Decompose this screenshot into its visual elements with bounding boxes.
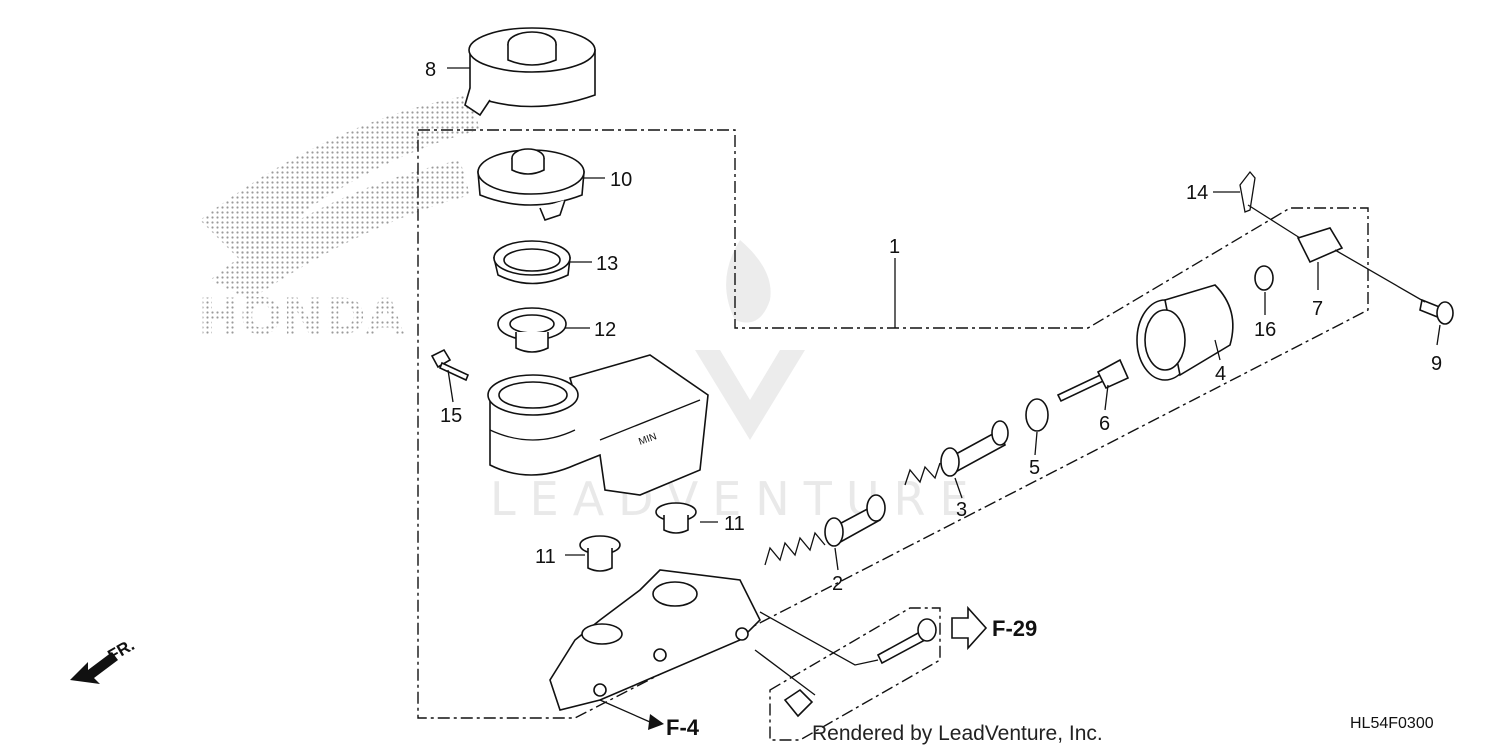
grommet-part-11-upper bbox=[655, 502, 697, 534]
callout-6: 6 bbox=[1099, 413, 1110, 435]
leadventure-watermark: LEADVENTURE bbox=[490, 240, 983, 526]
diaphragm-part-12 bbox=[497, 307, 567, 353]
callout-11-upper: 11 bbox=[724, 513, 745, 535]
assembly-boundary bbox=[417, 129, 1369, 719]
reservoir-cover-part-8 bbox=[464, 27, 596, 117]
leader-lines bbox=[447, 67, 1441, 696]
callout-3: 3 bbox=[956, 499, 967, 521]
honda-logo-text: HONDA bbox=[198, 288, 405, 346]
callout-10: 10 bbox=[610, 169, 632, 191]
front-direction-indicator: FR. bbox=[70, 635, 138, 684]
callout-15: 15 bbox=[440, 405, 462, 427]
callout-9: 9 bbox=[1431, 353, 1442, 375]
callout-7: 7 bbox=[1312, 298, 1323, 320]
clevis-part-7 bbox=[1296, 227, 1344, 264]
primary-piston-part-2 bbox=[764, 494, 886, 566]
bolt-f29 bbox=[783, 618, 937, 718]
watermark-text: LEADVENTURE bbox=[490, 472, 983, 526]
clip-part-14 bbox=[1239, 170, 1256, 213]
callout-4: 4 bbox=[1215, 363, 1226, 385]
honda-wing-logo: HONDA bbox=[198, 95, 480, 346]
reservoir-cap-part-10 bbox=[477, 148, 585, 221]
nut-part-16 bbox=[1254, 265, 1274, 291]
push-rod-part-6 bbox=[1056, 358, 1130, 403]
front-arrow-icon bbox=[70, 652, 118, 684]
ref-f29[interactable]: F-29 bbox=[951, 605, 1037, 651]
diaphragm-plate-part-13 bbox=[492, 240, 571, 285]
callout-12: 12 bbox=[594, 319, 616, 341]
callout-13: 13 bbox=[596, 253, 618, 275]
callout-16: 16 bbox=[1254, 319, 1276, 341]
bolt-group-boundary bbox=[769, 607, 941, 741]
secondary-piston-part-3 bbox=[904, 420, 1009, 486]
callout-14: 14 bbox=[1186, 182, 1208, 204]
boot-part-4 bbox=[1136, 284, 1234, 381]
ref-f4[interactable]: F-4 bbox=[599, 699, 700, 740]
callout-11-lower: 11 bbox=[535, 546, 556, 568]
master-cylinder-body bbox=[549, 569, 761, 711]
callout-2: 2 bbox=[832, 573, 843, 595]
reservoir-tank: MIN bbox=[487, 354, 709, 496]
grommet-part-11-lower bbox=[579, 535, 621, 572]
ref-f29-label[interactable]: F-29 bbox=[992, 616, 1037, 641]
snap-ring-part-5 bbox=[1025, 398, 1049, 432]
callout-5: 5 bbox=[1029, 457, 1040, 479]
callout-8: 8 bbox=[425, 59, 436, 81]
screw-part-15 bbox=[430, 348, 470, 382]
ref-f4-label[interactable]: F-4 bbox=[666, 715, 700, 740]
footer-credit: Rendered by LeadVenture, Inc. bbox=[812, 722, 1103, 745]
callouts: 8 10 13 12 15 11 11 1 2 3 5 6 4 16 7 9 1… bbox=[425, 59, 1442, 595]
callout-1: 1 bbox=[889, 236, 900, 258]
pin-part-9 bbox=[1419, 298, 1454, 325]
diagram-code: HL54F0300 bbox=[1350, 715, 1434, 732]
